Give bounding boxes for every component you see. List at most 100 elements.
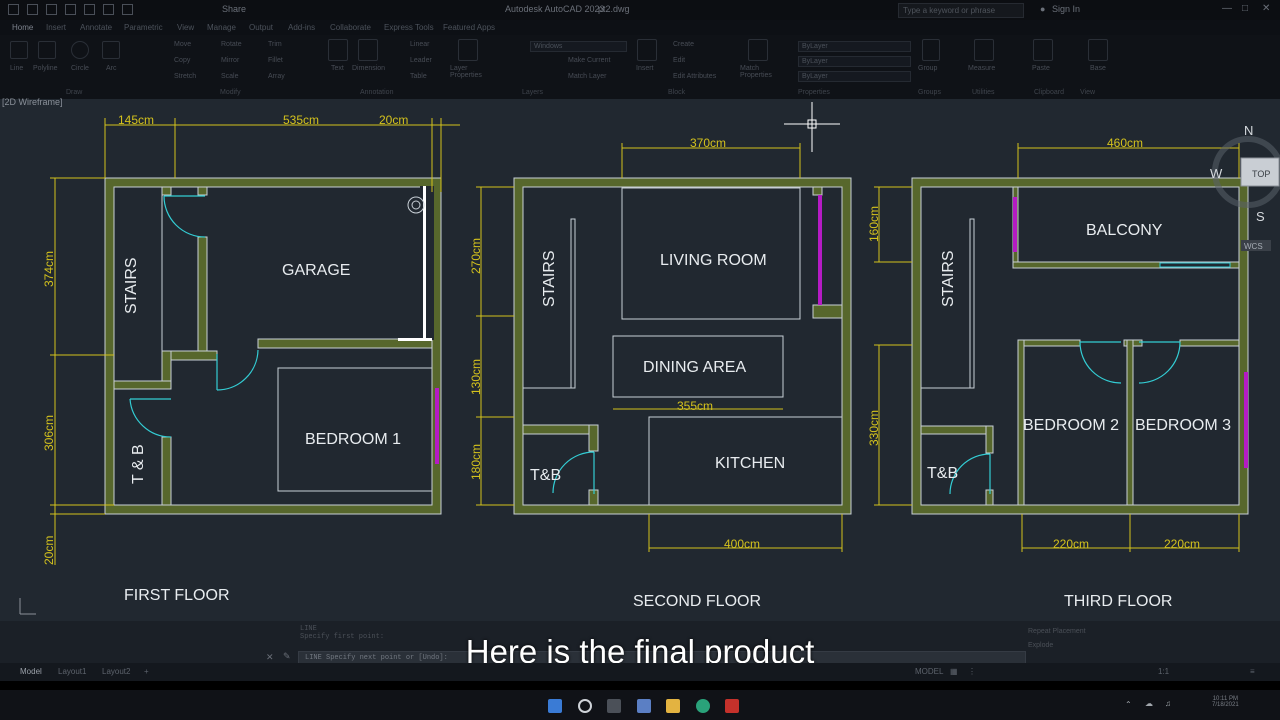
arc-tool-label[interactable]: Arc: [106, 65, 117, 72]
lineweight-dropdown[interactable]: ByLayer: [798, 71, 911, 82]
network-icon[interactable]: ☁: [1145, 699, 1153, 708]
group-tool-label[interactable]: Group: [918, 65, 938, 72]
minimize-button[interactable]: —: [1222, 3, 1232, 14]
panel-layers[interactable]: Layers: [522, 89, 544, 96]
viewcube-north[interactable]: N: [1244, 123, 1253, 138]
layer-properties-label[interactable]: Layer Properties: [450, 65, 482, 79]
tab-layout1[interactable]: Layout1: [58, 667, 87, 676]
customize-icon[interactable]: ≡: [1250, 667, 1255, 676]
user-icon[interactable]: ●: [1040, 4, 1046, 14]
layer-properties-icon[interactable]: [458, 39, 478, 61]
tab-home[interactable]: Home: [12, 23, 34, 32]
trim-tool[interactable]: Trim: [268, 41, 282, 48]
tab-output[interactable]: Output: [249, 23, 274, 32]
color-dropdown[interactable]: ByLayer: [798, 41, 911, 52]
leader-tool[interactable]: Leader: [410, 57, 432, 64]
copy-tool[interactable]: Copy: [174, 57, 191, 64]
windows-start-icon[interactable]: [548, 699, 562, 713]
insert-tool-label[interactable]: Insert: [636, 65, 654, 72]
command-settings-icon[interactable]: ✎: [283, 651, 291, 661]
dimension-icon[interactable]: [358, 39, 378, 61]
maximize-button[interactable]: □: [1242, 3, 1249, 14]
file-explorer-icon[interactable]: [666, 699, 680, 713]
tab-model[interactable]: Model: [20, 667, 42, 676]
panel-block[interactable]: Block: [668, 89, 686, 96]
panel-annotation[interactable]: Annotation: [360, 89, 394, 96]
match-layer-tool[interactable]: Match Layer: [568, 73, 607, 80]
panel-modify[interactable]: Modify: [220, 89, 241, 96]
tab-view[interactable]: View: [177, 23, 195, 32]
panel-clipboard[interactable]: Clipboard: [1034, 89, 1064, 96]
task-view-icon[interactable]: [607, 699, 621, 713]
tab-express-tools[interactable]: Express Tools: [384, 23, 434, 32]
tab-manage[interactable]: Manage: [207, 23, 236, 32]
search-input[interactable]: Type a keyword or phrase: [898, 3, 1024, 18]
redo-icon[interactable]: [122, 4, 133, 15]
table-tool[interactable]: Table: [410, 73, 427, 80]
autocad-taskbar-icon[interactable]: [725, 699, 739, 713]
search-icon[interactable]: [578, 699, 592, 713]
base-view-icon[interactable]: [1088, 39, 1108, 61]
sign-in-button[interactable]: Sign In: [1052, 4, 1081, 14]
widgets-icon[interactable]: [637, 699, 651, 713]
viewport-controls-label[interactable]: [2D Wireframe]: [2, 97, 63, 107]
make-current-tool[interactable]: Make Current: [568, 57, 611, 64]
tab-annotate[interactable]: Annotate: [80, 23, 113, 32]
annotation-scale[interactable]: 1:1: [1158, 667, 1170, 676]
wcs-menu[interactable]: [1241, 240, 1271, 251]
array-tool[interactable]: Array: [268, 73, 285, 80]
edit-attributes-tool[interactable]: Edit Attributes: [673, 73, 717, 80]
create-block-tool[interactable]: Create: [673, 41, 695, 48]
add-layout-icon[interactable]: +: [144, 667, 149, 676]
viewcube[interactable]: TOP N W S WCS: [1208, 120, 1280, 260]
print-icon[interactable]: [84, 4, 95, 15]
polyline-tool-label[interactable]: Polyline: [33, 65, 58, 72]
share-button[interactable]: Share: [222, 4, 247, 14]
viewcube-west[interactable]: W: [1210, 166, 1223, 181]
paste-icon[interactable]: [1033, 39, 1053, 61]
model-space-toggle[interactable]: MODEL: [915, 667, 944, 676]
volume-icon[interactable]: ♫: [1165, 699, 1171, 708]
tab-layout2[interactable]: Layout2: [102, 667, 131, 676]
line-icon[interactable]: [10, 41, 28, 59]
new-icon[interactable]: [8, 4, 19, 15]
drawing-viewport[interactable]: [0, 99, 1280, 621]
quick-access-toolbar[interactable]: [8, 4, 133, 15]
polyline-icon[interactable]: [38, 41, 56, 59]
command-close-icon[interactable]: ✕: [266, 652, 274, 662]
saveas-icon[interactable]: [65, 4, 76, 15]
tab-insert[interactable]: Insert: [46, 23, 67, 32]
measure-icon[interactable]: [974, 39, 994, 61]
linetype-dropdown[interactable]: ByLayer: [798, 56, 911, 67]
rotate-tool[interactable]: Rotate: [221, 41, 242, 48]
scale-tool[interactable]: Scale: [221, 73, 239, 80]
open-icon[interactable]: [27, 4, 38, 15]
text-tool-label[interactable]: Text: [331, 65, 344, 72]
insert-block-icon[interactable]: [637, 39, 657, 61]
dimension-tool-label[interactable]: Dimension: [352, 65, 386, 72]
measure-tool-label[interactable]: Measure: [968, 65, 996, 72]
undo-icon[interactable]: [103, 4, 114, 15]
match-properties-icon[interactable]: [748, 39, 768, 61]
group-icon[interactable]: [922, 39, 940, 61]
viewcube-top-face[interactable]: [1240, 157, 1280, 187]
tab-addins[interactable]: Add-ins: [288, 23, 316, 32]
linear-tool[interactable]: Linear: [410, 41, 430, 48]
tab-featured-apps[interactable]: Featured Apps: [443, 23, 496, 32]
viewcube-south[interactable]: S: [1256, 209, 1265, 224]
panel-view[interactable]: View: [1080, 89, 1096, 96]
grid-icon[interactable]: ▦: [950, 667, 958, 676]
paste-tool-label[interactable]: Paste: [1032, 65, 1050, 72]
panel-groups[interactable]: Groups: [918, 89, 941, 96]
fillet-tool[interactable]: Fillet: [268, 57, 283, 64]
line-tool-label[interactable]: Line: [10, 65, 24, 72]
base-tool-label[interactable]: Base: [1090, 65, 1106, 72]
arc-icon[interactable]: [102, 41, 120, 59]
circle-tool-label[interactable]: Circle: [71, 65, 89, 72]
explode-item[interactable]: Explode: [1028, 642, 1054, 649]
match-properties-label[interactable]: Match Properties: [740, 65, 772, 79]
tab-parametric[interactable]: Parametric: [124, 23, 163, 32]
move-tool[interactable]: Move: [174, 41, 192, 48]
text-icon[interactable]: [328, 39, 348, 61]
snap-icon[interactable]: ⋮: [968, 667, 976, 676]
